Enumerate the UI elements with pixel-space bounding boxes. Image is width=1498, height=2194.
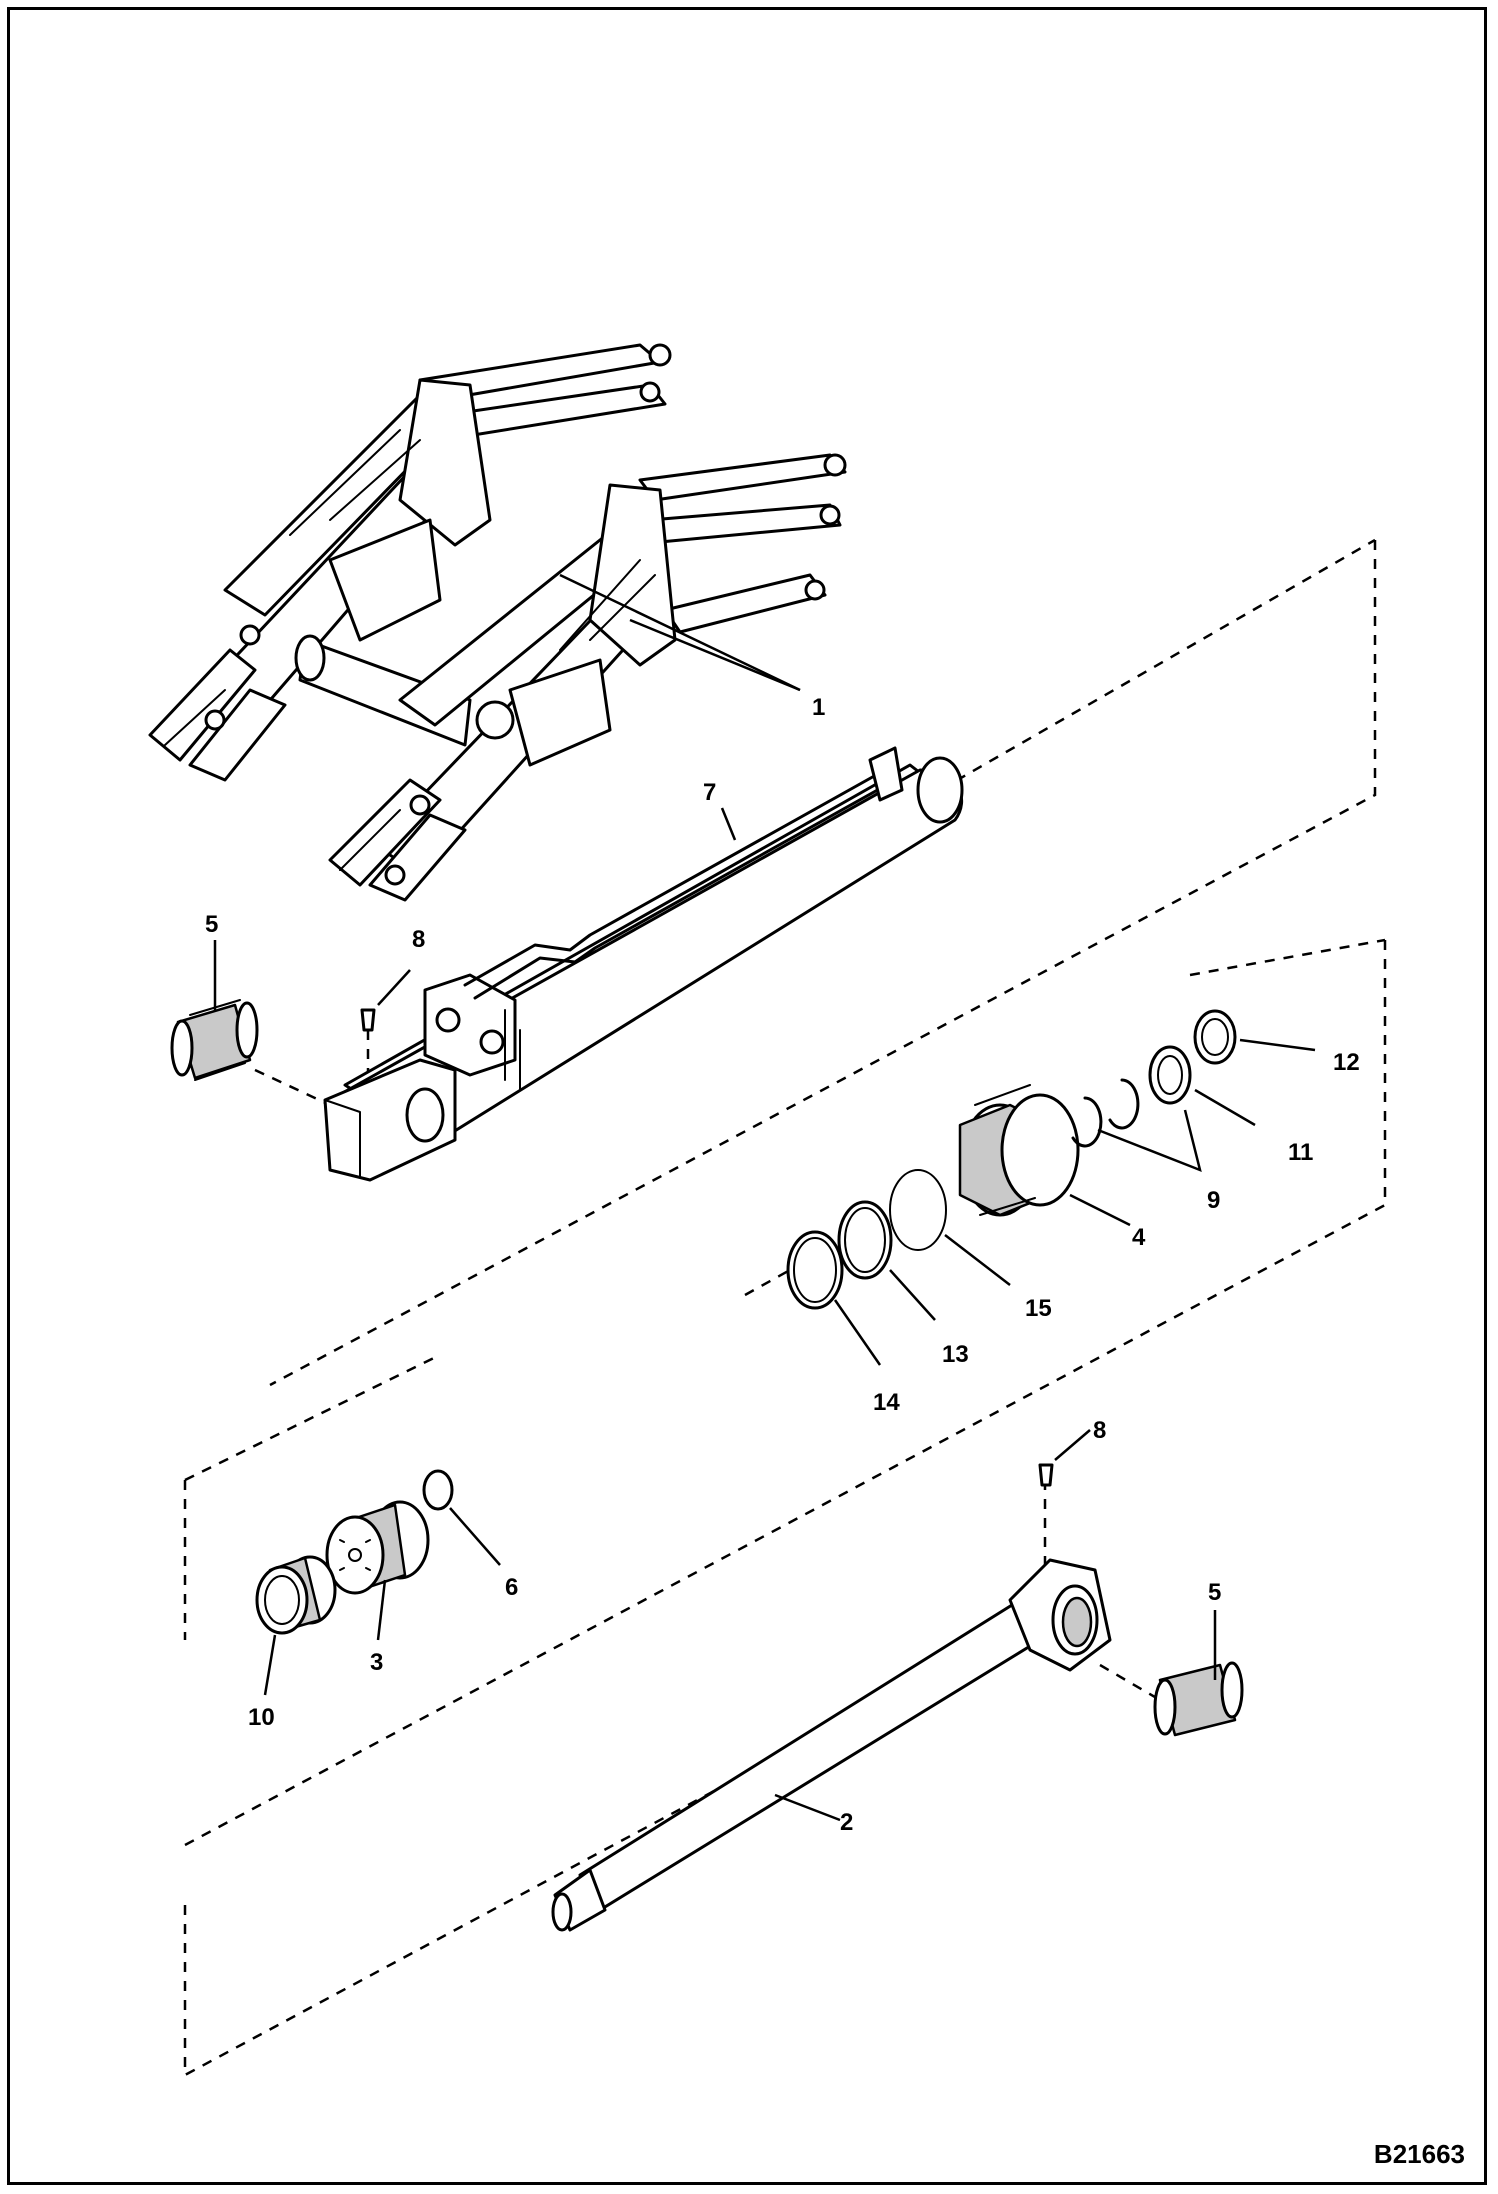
explode-guide-lines (183, 538, 1387, 2078)
drawing-reference-number: B21663 (1374, 2139, 1465, 2169)
callout-3: 3 (370, 1649, 383, 1676)
callout-1: 1 (812, 694, 825, 721)
piston-rod (551, 1558, 1112, 1932)
cylinder-head (958, 1084, 1080, 1217)
callout-6: 6 (505, 1574, 518, 1601)
grease-fitting-bottom (1038, 1463, 1054, 1487)
callout-14: 14 (873, 1389, 900, 1416)
callout-leaders (213, 573, 1316, 1822)
wear-ring (255, 1555, 337, 1635)
callout-8-bottom: 8 (1093, 1417, 1106, 1444)
callout-10: 10 (248, 1704, 275, 1731)
loader-arm-assembly (148, 343, 847, 902)
cylinder-barrel (323, 756, 964, 1182)
callout-8-top: 8 (412, 926, 425, 953)
callout-labels: 1 2 3 4 5 5 6 7 8 8 9 10 11 12 13 14 15 (205, 694, 1360, 1836)
callout-13: 13 (942, 1341, 969, 1368)
bushing-bottom-right (1153, 1661, 1244, 1737)
grease-fitting-top (360, 1008, 376, 1032)
callout-9: 9 (1207, 1187, 1220, 1214)
bushing-top-left (170, 999, 259, 1081)
callout-4: 4 (1132, 1224, 1146, 1251)
callout-5-top: 5 (205, 911, 218, 938)
callout-12: 12 (1333, 1049, 1360, 1076)
callout-11: 11 (1288, 1139, 1313, 1166)
hydraulic-tube-line (463, 746, 904, 1000)
drawing-frame (7, 7, 1487, 2185)
callout-15: 15 (1025, 1295, 1052, 1322)
callout-7: 7 (703, 779, 716, 806)
seal-rings (422, 1009, 1237, 1511)
piston (325, 1500, 430, 1595)
callout-5-bottom: 5 (1208, 1579, 1221, 1606)
callout-2: 2 (840, 1809, 853, 1836)
